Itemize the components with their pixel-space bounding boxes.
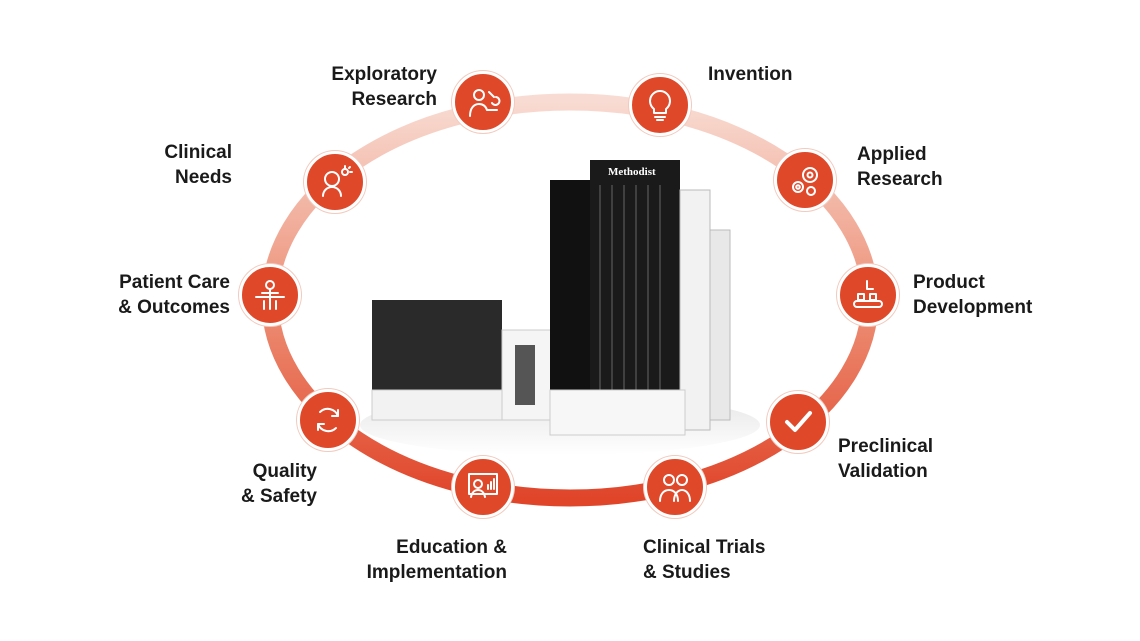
stage-node-patient-care <box>239 264 301 326</box>
stage-label-line: Research <box>857 169 943 190</box>
checkmark-icon <box>785 411 812 432</box>
stage-label-line: Development <box>913 297 1033 318</box>
stage-label-line: Research <box>351 89 437 110</box>
building-sign: Methodist <box>608 166 656 178</box>
patient-bed-icon <box>255 280 285 310</box>
stage-label-line: Clinical Trials <box>643 537 766 558</box>
stage-label-education-implementation: Education & Implementation <box>357 535 507 585</box>
stage-node-preclinical-validation <box>767 391 829 453</box>
stage-label-line: Needs <box>174 167 232 188</box>
stage-node-quality-safety <box>297 389 359 451</box>
stage-label-line: Product <box>913 272 985 293</box>
stage-label-line: Validation <box>838 461 928 482</box>
stage-node-clinical-needs <box>304 151 366 213</box>
gears-icon <box>792 167 818 196</box>
stage-node-invention <box>629 74 691 136</box>
stage-label-line: Education & <box>396 537 507 558</box>
thinking-person-icon <box>322 165 353 197</box>
stage-label-line: Exploratory <box>331 64 437 85</box>
stage-label-line: Implementation <box>366 562 507 583</box>
hospital-building-image: Methodist <box>360 160 760 455</box>
stage-label-invention: Invention <box>708 62 828 87</box>
presentation-icon <box>468 473 498 498</box>
stage-label-line: Invention <box>708 64 793 85</box>
conveyor-belt-icon <box>853 280 883 308</box>
stage-node-product-development <box>837 264 899 326</box>
cycle-arrows-icon <box>317 407 339 433</box>
stage-label-line: & Studies <box>643 562 731 583</box>
stage-node-applied-research <box>774 149 836 211</box>
stage-label-line: Clinical <box>164 142 232 163</box>
stage-label-clinical-trials: Clinical Trials & Studies <box>643 535 783 585</box>
stage-label-line: Patient Care <box>119 272 230 293</box>
stage-label-line: Applied <box>857 144 927 165</box>
stage-label-patient-care: Patient Care & Outcomes <box>108 270 230 320</box>
stage-label-line: & Safety <box>240 486 317 507</box>
stage-label-line: & Outcomes <box>118 297 230 318</box>
stage-node-education-implementation <box>452 456 514 518</box>
stage-node-exploratory-research <box>452 71 514 133</box>
doctors-icon <box>659 474 691 502</box>
lightbulb-icon <box>649 90 671 121</box>
stage-label-quality-safety: Quality & Safety <box>222 459 317 509</box>
researcher-microscope-icon <box>469 89 501 117</box>
stage-node-clinical-trials <box>644 456 706 518</box>
stage-label-line: Preclinical <box>838 436 934 457</box>
stage-label-line: Quality <box>252 461 317 482</box>
